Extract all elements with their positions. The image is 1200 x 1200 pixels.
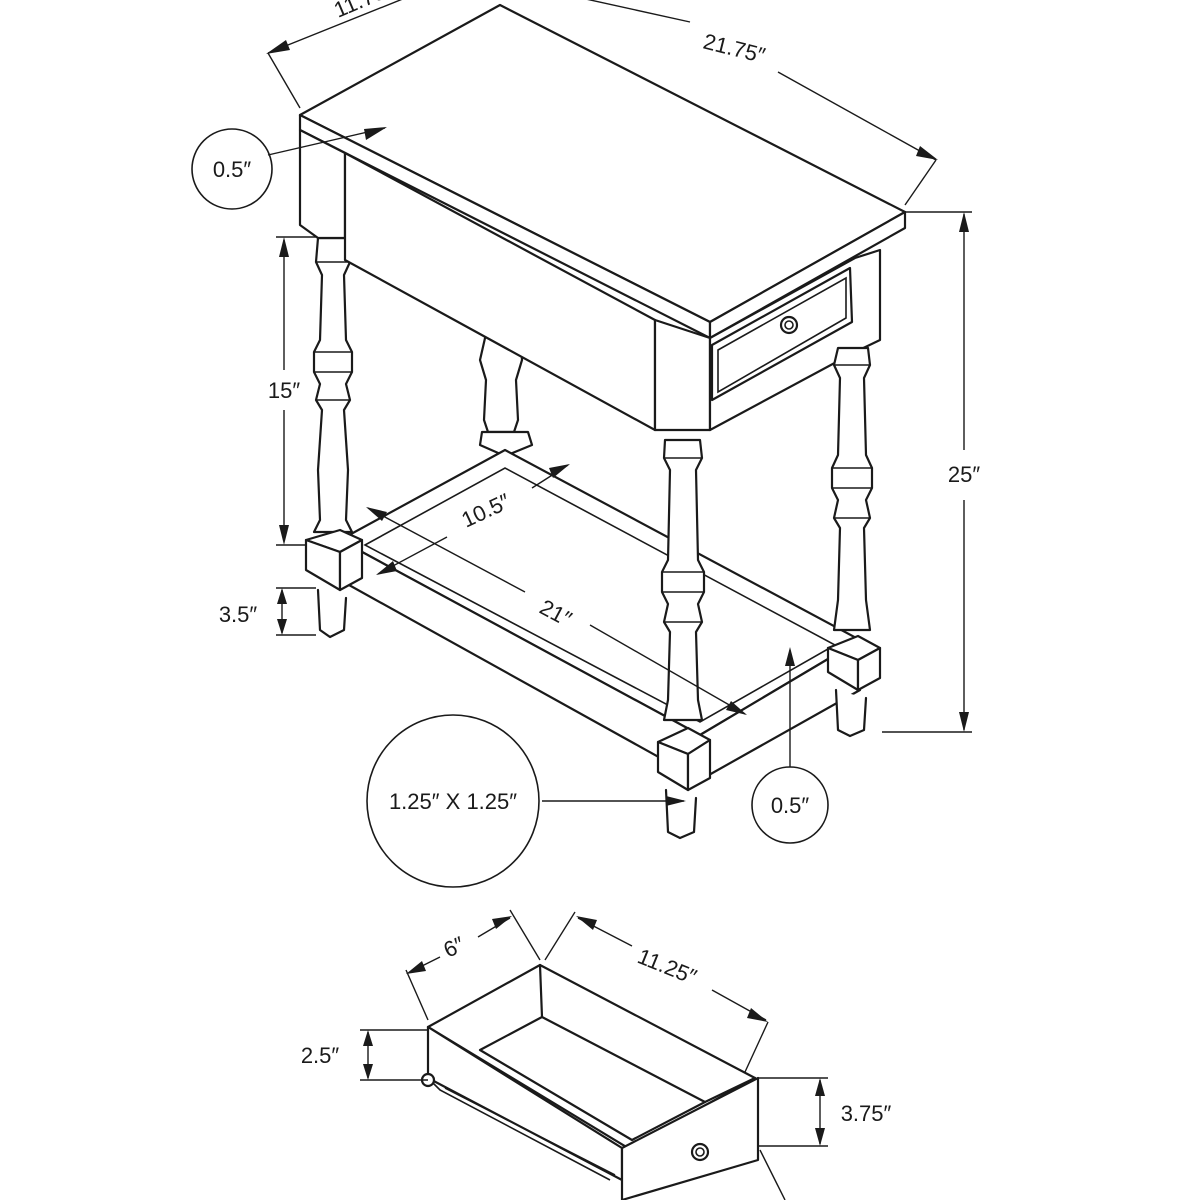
dim-apron-height: 15″ bbox=[268, 236, 316, 546]
label-top-thickness: 0.5″ bbox=[213, 157, 252, 182]
label-foot-height: 3.5″ bbox=[219, 602, 258, 627]
table-top bbox=[298, 3, 907, 340]
label-top-depth: 11.75″ bbox=[330, 0, 396, 23]
label-drawer-depth: 6″ bbox=[440, 931, 469, 962]
front-left-leg bbox=[304, 236, 364, 639]
drawer-front bbox=[710, 266, 854, 402]
drawer-dimensions: 6″ 11.25″ 2.5″ 3.75″ bbox=[301, 909, 892, 1200]
label-drawer-inner-height: 2.5″ bbox=[301, 1043, 340, 1068]
front-middle-leg bbox=[656, 438, 712, 840]
dim-shelf-thickness: 0.5″ bbox=[751, 647, 829, 844]
dim-leg-size: 1.25″ X 1.25″ bbox=[366, 714, 686, 888]
front-right-leg bbox=[826, 346, 882, 738]
label-apron-height: 15″ bbox=[268, 378, 300, 403]
label-leg-size: 1.25″ X 1.25″ bbox=[389, 789, 517, 814]
bottom-shelf bbox=[338, 448, 862, 782]
dim-total-height: 25″ bbox=[882, 211, 980, 733]
label-drawer-front-height: 3.75″ bbox=[841, 1101, 892, 1126]
label-shelf-thickness: 0.5″ bbox=[771, 793, 810, 818]
drawer-drawing bbox=[420, 963, 760, 1200]
table-drawing bbox=[298, 3, 907, 840]
label-top-width: 21.75″ bbox=[701, 29, 768, 69]
dim-foot-height: 3.5″ bbox=[219, 587, 316, 636]
dim-drawer-inner-height: 2.5″ bbox=[301, 1029, 428, 1081]
label-drawer-width: 11.25″ bbox=[634, 943, 700, 989]
dim-drawer-front-height: 3.75″ bbox=[758, 1077, 892, 1147]
dim-top-thickness: 0.5″ bbox=[191, 127, 387, 210]
label-total-height: 25″ bbox=[948, 462, 980, 487]
